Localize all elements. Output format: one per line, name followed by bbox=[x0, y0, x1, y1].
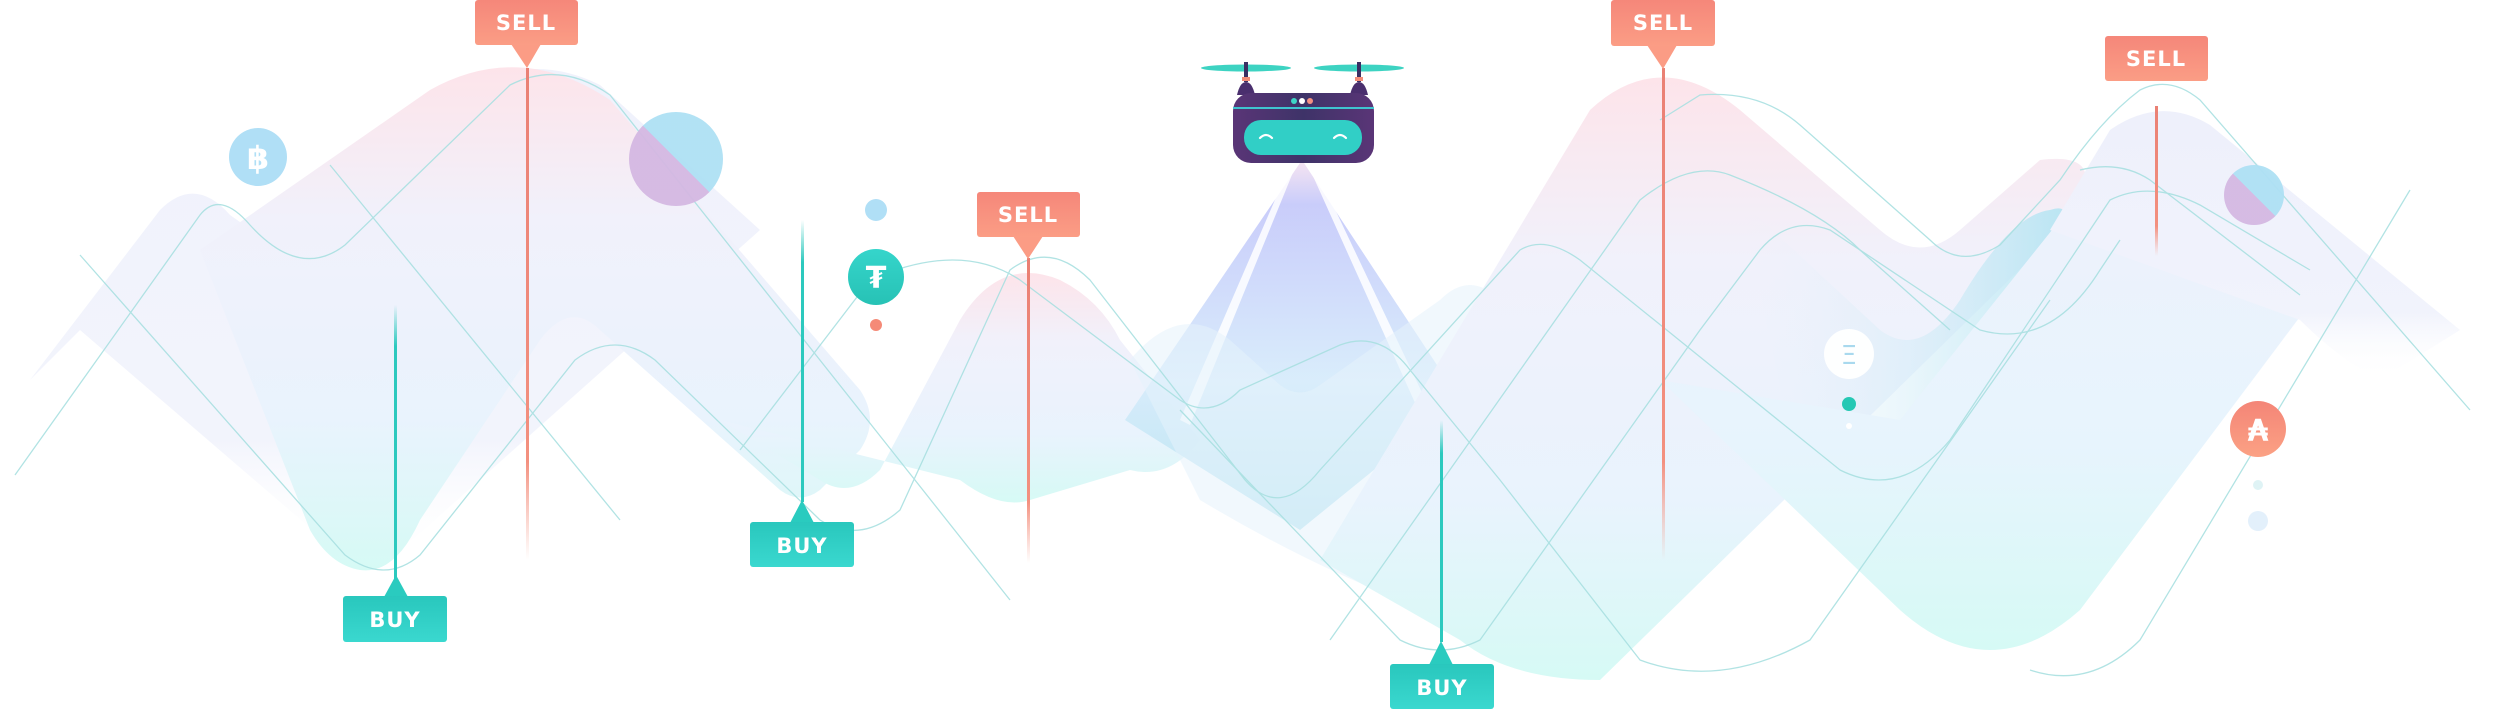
tether-coin: ₮ bbox=[848, 199, 904, 331]
bubble-right bbox=[2224, 165, 2284, 225]
bitcoin-coin: ฿ bbox=[229, 128, 287, 186]
sell-marker-1[interactable]: SELL bbox=[475, 0, 578, 560]
ethereum-coin: Ξ bbox=[1824, 329, 1874, 429]
wave-fills bbox=[30, 67, 2460, 680]
buy-label: BUY bbox=[369, 608, 420, 632]
sell-marker-4[interactable]: SELL bbox=[2105, 36, 2208, 256]
buy-label: BUY bbox=[776, 534, 827, 558]
buy-marker-3[interactable]: BUY bbox=[1390, 420, 1494, 709]
bubble-large-left bbox=[629, 112, 723, 206]
ethereum-icon: Ξ bbox=[1841, 341, 1857, 371]
wave-fill-peak-2 bbox=[720, 273, 1200, 503]
tether-icon: ₮ bbox=[866, 261, 887, 296]
buy-label: BUY bbox=[1416, 676, 1467, 700]
wave-fill-peak-4 bbox=[2050, 111, 2460, 381]
outline-curve-1 bbox=[14, 74, 1011, 601]
outline-curve-4 bbox=[739, 259, 2051, 672]
outline-curve-9 bbox=[2079, 166, 2301, 296]
drone-screen bbox=[1244, 120, 1362, 155]
outline-curve-3 bbox=[329, 164, 621, 521]
bitcoin-icon: ฿ bbox=[247, 139, 269, 177]
sell-label: SELL bbox=[998, 203, 1058, 227]
drone bbox=[1201, 62, 1404, 163]
austral-icon: ₳ bbox=[2248, 414, 2269, 449]
buy-marker-1[interactable]: BUY bbox=[343, 305, 447, 642]
wave-fill-peak-3 bbox=[1320, 77, 2086, 680]
sell-marker-3[interactable]: SELL bbox=[1611, 0, 1715, 560]
sell-label: SELL bbox=[496, 11, 556, 35]
austral-coin: ₳ bbox=[2230, 401, 2286, 531]
outline-curve-6 bbox=[1329, 170, 1951, 641]
wave-fill-peak-1 bbox=[200, 67, 870, 571]
sell-marker-2[interactable]: SELL bbox=[977, 192, 1080, 563]
wave-outlines bbox=[14, 74, 2471, 677]
outline-curve-2 bbox=[79, 190, 2311, 571]
outline-curve-7 bbox=[1659, 83, 2471, 411]
outline-curve-8 bbox=[2029, 189, 2411, 677]
sell-label: SELL bbox=[2126, 47, 2186, 71]
buy-marker-2[interactable]: BUY bbox=[750, 220, 854, 567]
sell-label: SELL bbox=[1633, 11, 1693, 35]
